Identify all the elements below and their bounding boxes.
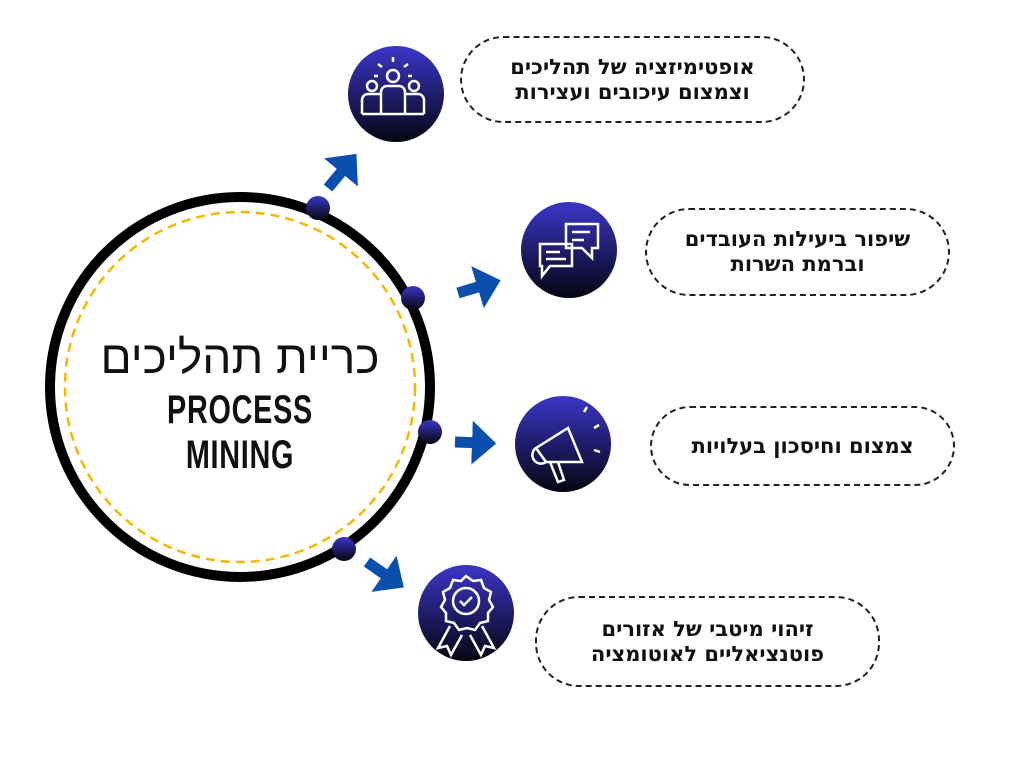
benefit-pill-2: שיפור ביעילות העובדים וברמת השרות	[645, 208, 950, 296]
award-badge-icon	[418, 565, 514, 661]
title-hebrew: כריית תהליכים	[100, 331, 380, 383]
benefit-pill-1: אופטימיזציה של תהליכים וצמצום עיכובים וע…	[460, 36, 805, 123]
arrow	[323, 153, 358, 192]
title-english: PROCESS MINING	[167, 388, 313, 477]
ring-dot	[306, 196, 330, 220]
arrow	[363, 555, 404, 592]
benefit-text: זיהוי מיטבי של אזורים פוטנציאליים לאוטומ…	[590, 616, 825, 666]
ring-dot	[332, 537, 356, 561]
team-idea-icon	[348, 46, 444, 142]
benefit-pill-4: זיהוי מיטבי של אזורים פוטנציאליים לאוטומ…	[535, 596, 880, 687]
main-ring	[45, 192, 435, 582]
megaphone-icon	[515, 396, 611, 492]
chat-bubbles-icon	[521, 202, 617, 298]
benefit-text: אופטימיזציה של תהליכים וצמצום עיכובים וע…	[510, 54, 755, 104]
arrow	[454, 420, 497, 465]
inner-dashed-ring	[63, 210, 417, 564]
ring-dot	[418, 420, 442, 444]
ring-dot	[401, 286, 425, 310]
benefit-text: צמצום וחיסכון בעלויות	[691, 433, 914, 458]
benefit-text: שיפור ביעילות העובדים וברמת השרות	[684, 227, 911, 276]
arrow	[456, 266, 501, 309]
benefit-pill-3: צמצום וחיסכון בעלויות	[650, 406, 955, 486]
